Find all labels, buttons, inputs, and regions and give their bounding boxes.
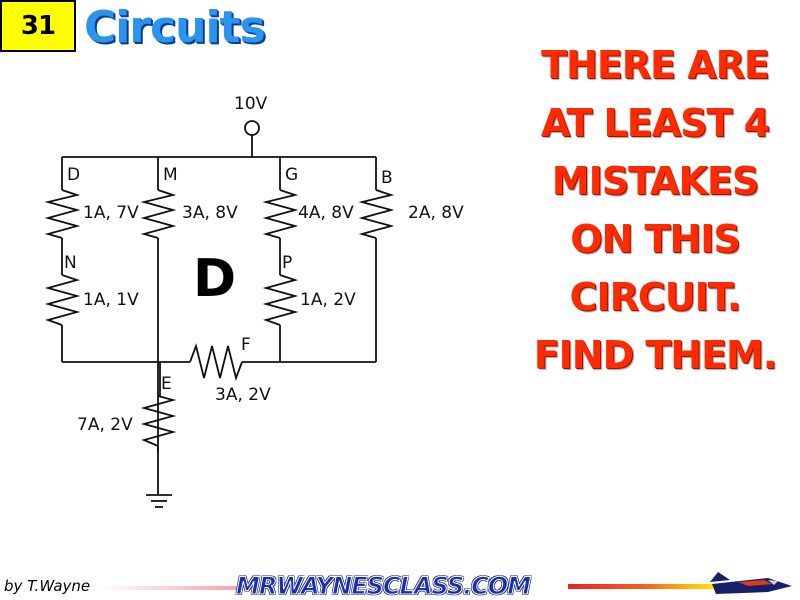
voltage-source-terminal-icon (244, 120, 260, 136)
node-label-d: D (67, 165, 80, 185)
resistor-d-icon (44, 189, 81, 239)
footer-divider-right (568, 584, 718, 589)
author-credit: by T.Wayne (4, 577, 91, 595)
site-logo: MRWAYNESCLASS.COM (235, 572, 531, 600)
instruction-line: on this (570, 217, 741, 261)
resistor-m-icon (140, 189, 177, 239)
resistor-d-label: 1A, 7V (83, 203, 139, 223)
resistor-n-icon (44, 274, 81, 326)
instruction-line: at least 4 (540, 101, 770, 145)
node-label-b: B (381, 168, 393, 188)
resistor-b-label: 2A, 8V (408, 203, 464, 223)
ground-icon (146, 494, 172, 508)
node-label-n: N (64, 253, 77, 273)
page-title: Circuits (84, 2, 266, 53)
node-label-e: E (161, 374, 172, 394)
instruction-line: There are (541, 43, 770, 87)
resistor-f-label: 3A, 2V (215, 385, 271, 405)
node-label-m: M (163, 165, 178, 185)
instruction-line: mistakes (551, 159, 759, 203)
resistor-m-label: 3A, 8V (182, 203, 238, 223)
instruction-line: circuit. (569, 275, 742, 319)
rocket-icon (710, 572, 792, 594)
resistor-p-label: 1A, 2V (300, 290, 356, 310)
instruction-line: Find them. (533, 333, 778, 377)
resistor-e-icon (140, 395, 177, 447)
source-voltage-label: 10V (234, 94, 268, 114)
resistor-f-icon (189, 342, 243, 382)
resistor-n-label: 1A, 1V (83, 290, 139, 310)
node-label-p: P (282, 253, 292, 273)
instruction-text: There are at least 4 mistakes on this ci… (520, 36, 790, 384)
footer-divider-left (100, 586, 240, 590)
resistor-g-label: 4A, 8V (298, 203, 354, 223)
slide-number-badge: 31 (0, 0, 76, 52)
slide-number: 31 (20, 11, 56, 41)
resistor-g-icon (262, 189, 299, 239)
node-label-f: F (241, 335, 251, 355)
resistor-p-icon (262, 274, 299, 326)
resistor-e-label: 7A, 2V (77, 415, 133, 435)
resistor-b-icon (358, 189, 395, 239)
center-label: D (193, 249, 236, 309)
node-label-g: G (285, 165, 298, 185)
